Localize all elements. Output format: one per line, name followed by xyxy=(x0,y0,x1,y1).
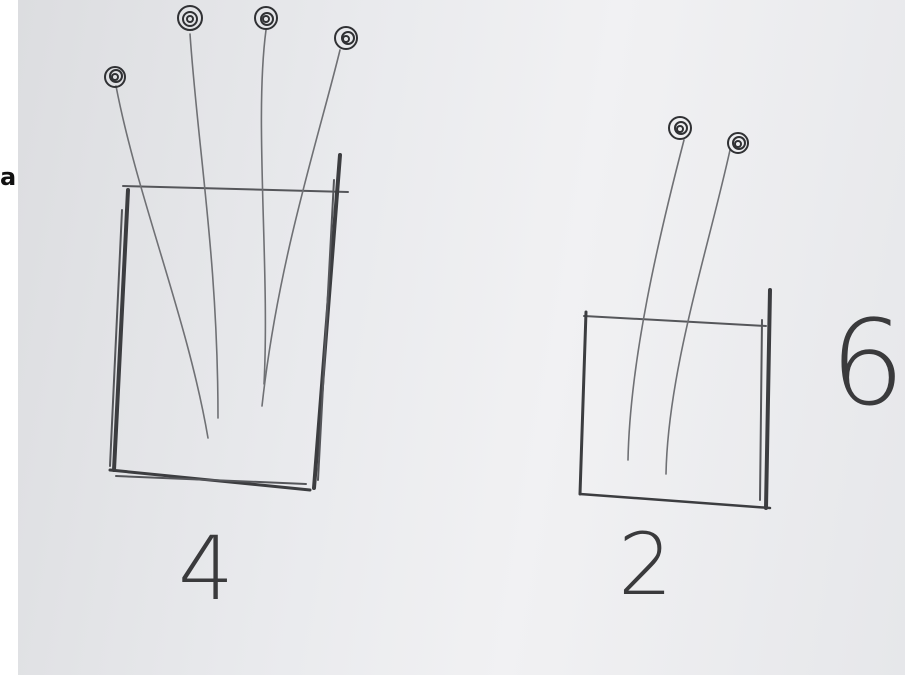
right-flower-head-1 xyxy=(669,117,691,139)
right-pot-count-label: 2 xyxy=(618,522,673,608)
pencil-drawing-photo: 4 2 6 xyxy=(18,0,905,675)
left-pot-flowers xyxy=(105,6,357,438)
left-flower-head-2 xyxy=(178,6,202,30)
right-pot-rim xyxy=(584,316,766,326)
right-pot-flowers xyxy=(628,117,748,474)
left-flower-stem-4 xyxy=(262,50,340,406)
total-count-label: 6 xyxy=(830,304,905,422)
drawing-svg xyxy=(18,0,905,675)
right-pot xyxy=(580,290,770,508)
left-pot-rim xyxy=(123,186,348,192)
left-flower-stem-2 xyxy=(190,34,218,418)
right-flower-stem-1 xyxy=(628,140,684,460)
left-flower-head-1 xyxy=(105,67,125,87)
left-margin: a xyxy=(0,0,18,675)
right-pot-left-side xyxy=(580,312,586,494)
margin-glyph: a xyxy=(0,163,16,191)
left-flower-stem-3 xyxy=(261,30,266,384)
left-flower-head-4 xyxy=(335,27,357,49)
left-flower-stem-1 xyxy=(116,86,208,438)
right-pot-right-side xyxy=(766,290,770,508)
right-flower-stem-2 xyxy=(666,150,730,474)
left-flower-head-3 xyxy=(255,7,277,29)
left-pot-count-label: 4 xyxy=(178,525,234,613)
right-flower-head-2 xyxy=(728,133,748,153)
right-pot-base xyxy=(580,494,770,508)
